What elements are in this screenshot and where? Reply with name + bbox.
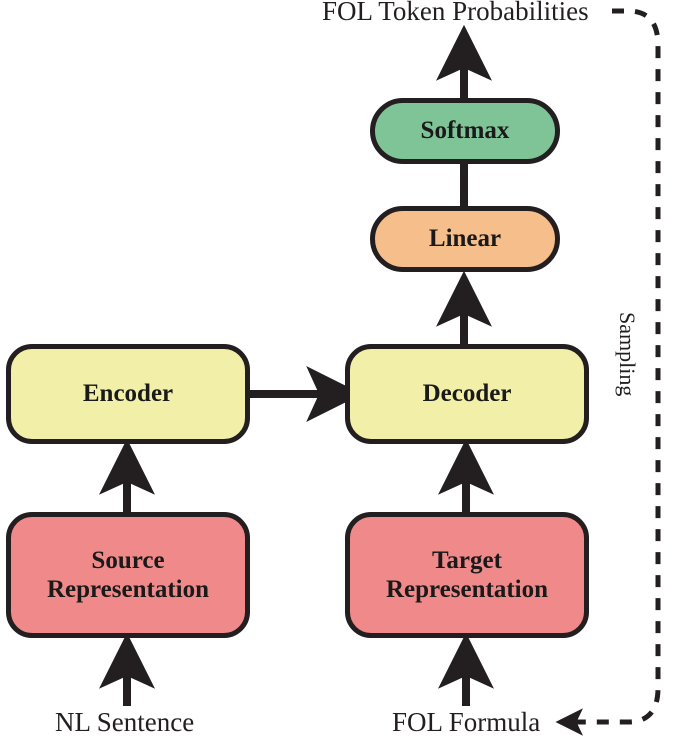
node-source-representation[interactable]: Source Representation <box>6 512 250 638</box>
node-target-representation-label: Target Representation <box>385 546 549 604</box>
node-encoder-label: Encoder <box>82 380 174 408</box>
node-target-representation[interactable]: Target Representation <box>345 512 589 638</box>
label-nl-sentence: NL Sentence <box>55 707 195 737</box>
label-sampling: Sampling <box>615 312 640 397</box>
node-source-representation-label: Source Representation <box>46 546 210 604</box>
label-fol-formula: FOL Formula <box>392 707 541 737</box>
node-linear-label: Linear <box>428 225 502 253</box>
node-linear[interactable]: Linear <box>370 206 560 272</box>
node-encoder[interactable]: Encoder <box>6 344 250 444</box>
node-softmax-label: Softmax <box>420 117 510 145</box>
label-fol-token-probabilities: FOL Token Probabilities <box>322 0 589 26</box>
node-decoder-label: Decoder <box>422 380 512 408</box>
node-softmax[interactable]: Softmax <box>370 98 560 164</box>
edge-sampling-feedback <box>555 8 661 736</box>
node-decoder[interactable]: Decoder <box>345 344 589 444</box>
